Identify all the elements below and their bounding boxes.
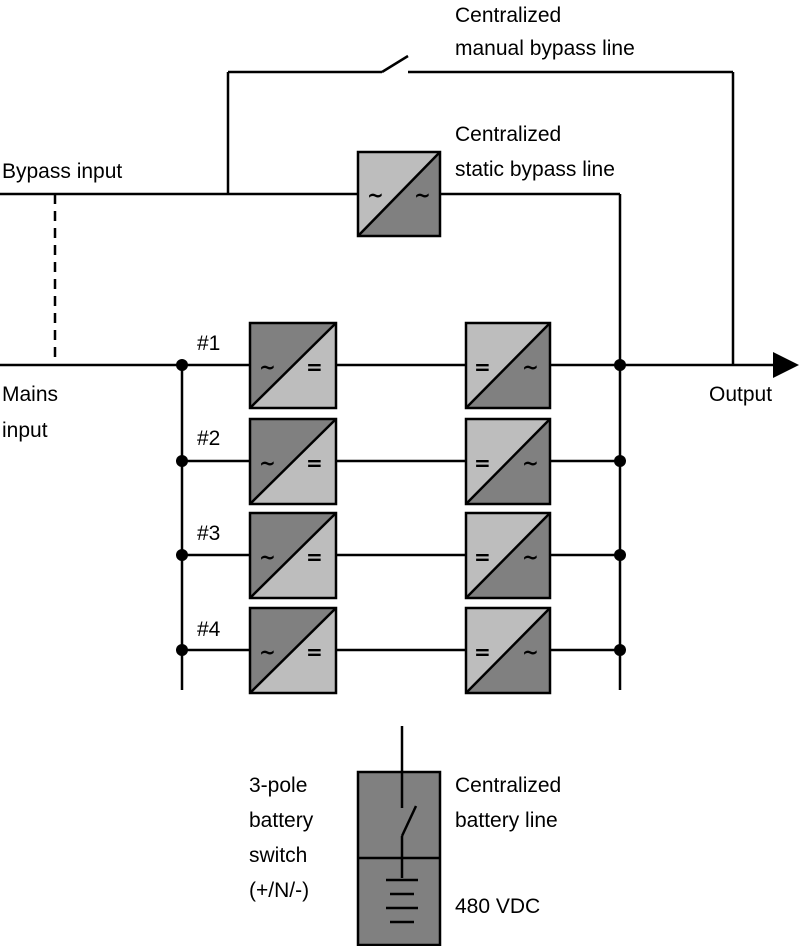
inverter-4: = ~ bbox=[464, 606, 552, 695]
bypass-input-label: Bypass input bbox=[2, 160, 122, 183]
junction-dot-in-3 bbox=[176, 549, 188, 561]
mains-input-label-line1: Mains bbox=[2, 383, 58, 406]
ac-icon: ~ bbox=[522, 451, 539, 475]
junction-dot-in-1 bbox=[176, 359, 188, 371]
static-bypass-switch: ~ ~ bbox=[356, 150, 442, 238]
battery-icon bbox=[386, 878, 418, 924]
dc-icon: = bbox=[306, 451, 323, 475]
module-label-4: #4 bbox=[197, 618, 221, 641]
manual-bypass-switch bbox=[381, 54, 409, 74]
static-bypass-ac-in-icon: ~ bbox=[367, 183, 384, 207]
mains-input-label-line2: input bbox=[2, 419, 48, 442]
dc-icon: = bbox=[474, 545, 491, 569]
ac-icon: ~ bbox=[259, 545, 276, 569]
dc-icon: = bbox=[474, 355, 491, 379]
ac-icon: ~ bbox=[522, 640, 539, 664]
junction-dot-out-2 bbox=[614, 455, 626, 467]
manual-bypass-label-line1: Centralized bbox=[455, 4, 561, 27]
inverter-2: = ~ bbox=[464, 417, 552, 506]
static-bypass-label-line1: Centralized bbox=[455, 123, 561, 146]
battery-switch-icon bbox=[400, 805, 418, 837]
static-bypass-ac-out-icon: ~ bbox=[414, 183, 431, 207]
dc-icon: = bbox=[474, 640, 491, 664]
module-label-3: #3 bbox=[197, 522, 220, 545]
dc-icon: = bbox=[474, 451, 491, 475]
ac-icon: ~ bbox=[259, 451, 276, 475]
rectifier-3: ~ = bbox=[248, 511, 338, 600]
battery-line-label-line1: Centralized bbox=[455, 774, 561, 797]
output-label: Output bbox=[709, 383, 772, 406]
static-bypass-label-line2: static bypass line bbox=[455, 158, 615, 181]
junction-dot-out-3 bbox=[614, 549, 626, 561]
ac-icon: ~ bbox=[522, 545, 539, 569]
inverter-1: = ~ bbox=[464, 321, 552, 410]
module-label-1: #1 bbox=[197, 332, 220, 355]
output-arrow-icon bbox=[773, 352, 799, 378]
battery-switch-label-line3: switch bbox=[249, 844, 307, 867]
junction-dot-in-2 bbox=[176, 455, 188, 467]
ac-icon: ~ bbox=[259, 640, 276, 664]
ac-icon: ~ bbox=[259, 355, 276, 379]
battery-cabinet bbox=[356, 726, 442, 946]
battery-switch-label-line2: battery bbox=[249, 809, 314, 832]
battery-line-label-line2: battery line bbox=[455, 809, 558, 832]
inverter-3: = ~ bbox=[464, 511, 552, 600]
battery-switch-label-line1: 3-pole bbox=[249, 774, 307, 797]
rectifier-1: ~ = bbox=[248, 321, 338, 410]
junction-dot-out-4 bbox=[614, 644, 626, 656]
battery-voltage-label: 480 VDC bbox=[455, 895, 540, 918]
junction-dot-out-1 bbox=[614, 359, 626, 371]
dc-icon: = bbox=[306, 355, 323, 379]
rectifier-4: ~ = bbox=[248, 606, 338, 695]
ac-icon: ~ bbox=[522, 355, 539, 379]
rectifier-2: ~ = bbox=[248, 417, 338, 506]
dc-icon: = bbox=[306, 545, 323, 569]
battery-switch-label-line4: (+/N/-) bbox=[249, 879, 309, 902]
module-label-2: #2 bbox=[197, 427, 220, 450]
manual-bypass-label-line2: manual bypass line bbox=[455, 37, 635, 60]
junction-dot-in-4 bbox=[176, 644, 188, 656]
dc-icon: = bbox=[306, 640, 323, 664]
